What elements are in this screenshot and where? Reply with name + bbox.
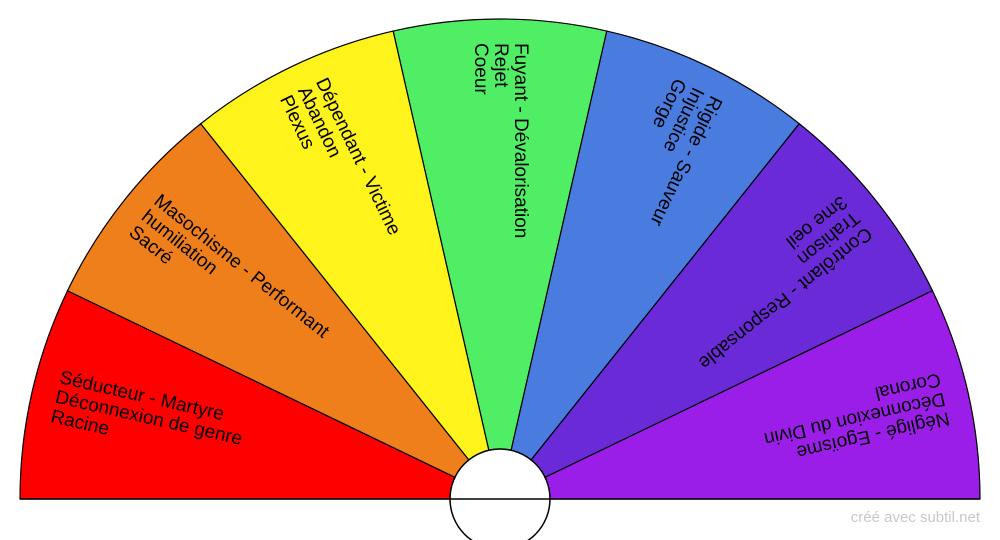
segment-label-line: Fuyant - Dévalorisation (510, 43, 531, 238)
segment-label-line: Rejet (490, 43, 511, 88)
wheel-segments (19, 18, 981, 500)
center-hole (449, 448, 551, 540)
segment-label-line: Coeur (470, 43, 491, 95)
credit-text: créé avec subtil.net (850, 509, 980, 526)
